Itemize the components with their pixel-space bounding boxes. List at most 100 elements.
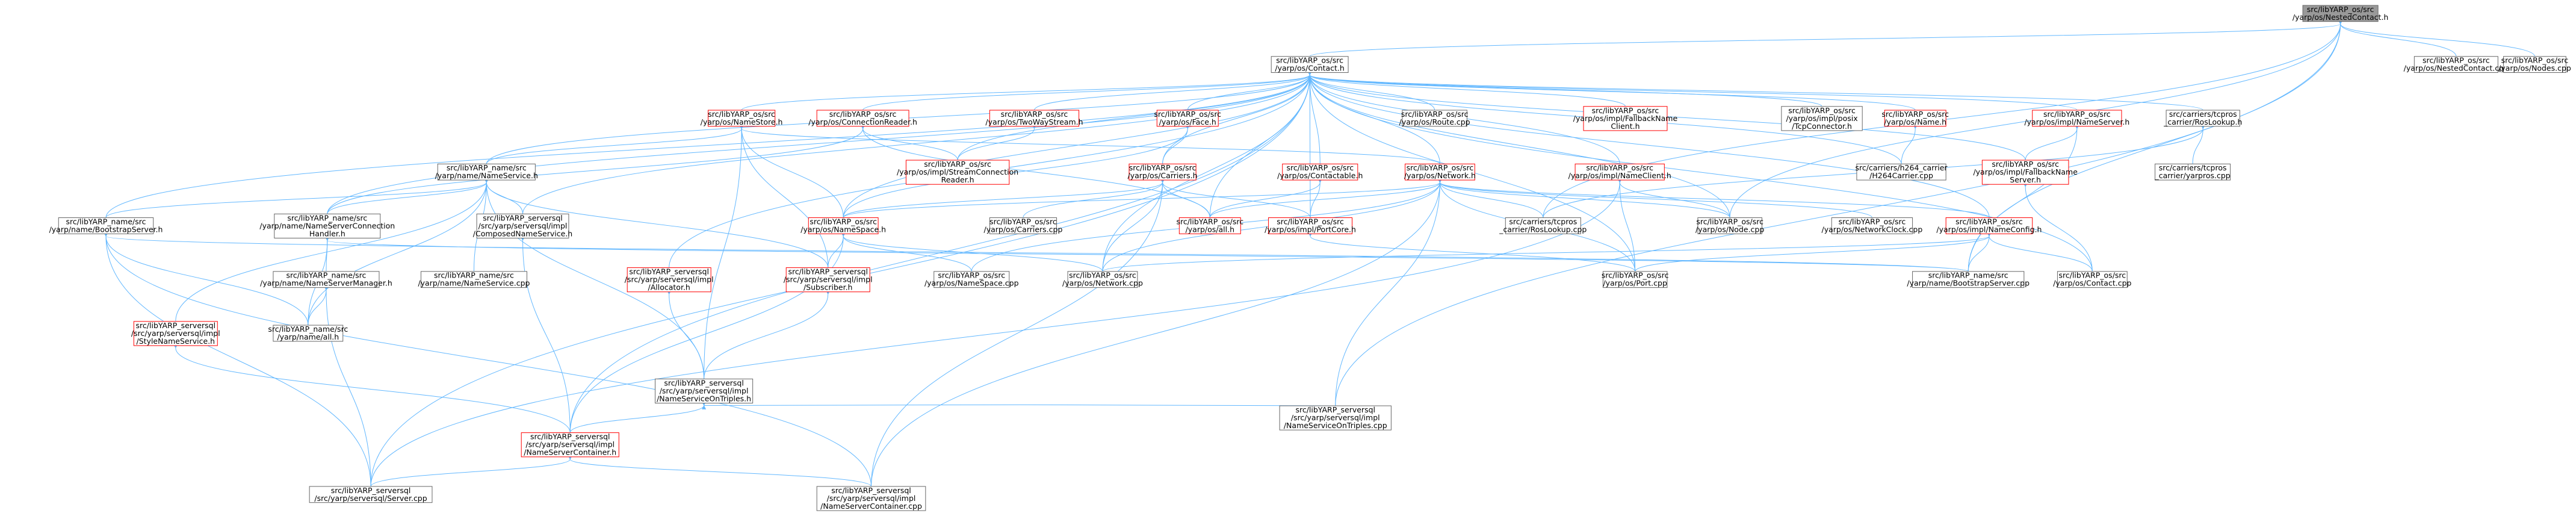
graph-node-carriers-h[interactable]: src/libYARP_os/src/yarp/os/Carriers.h xyxy=(1128,163,1198,181)
graph-node-nameservercontainer-cpp[interactable]: src/libYARP_serversql/src/yarp/serversql… xyxy=(816,486,926,511)
node-label-line: /yarp/os/Node.cpp xyxy=(1695,225,1764,234)
dependency-edge xyxy=(1309,20,2343,57)
node-label-line: /yarp/os/ConnectionReader.h xyxy=(808,117,917,126)
node-label-line: /yarp/os/Contactable.h xyxy=(1277,171,1363,180)
node-box xyxy=(420,271,527,288)
graph-node-twowaystream-h[interactable]: src/libYARP_os/src/yarp/os/TwoWayStream.… xyxy=(985,110,1083,127)
node-label-line: src/libYARP_os/src xyxy=(2423,56,2490,65)
dependency-edge xyxy=(1209,178,1443,218)
node-label-line: /StyleNameService.h xyxy=(137,337,215,346)
node-box xyxy=(785,267,870,293)
graph-node-tcpros-carrier-yarpros-cpp[interactable]: src/carriers/tcpros_carrier/yarpros.cpp xyxy=(2154,163,2231,181)
graph-node-nameserviceontriples-cpp[interactable]: src/libYARP_serversql/src/yarp/serversql… xyxy=(1279,405,1392,431)
graph-node-nestedcontact-cpp[interactable]: src/libYARP_os/src/yarp/os/NestedContact… xyxy=(2404,56,2509,73)
dependency-edge xyxy=(1308,232,1636,272)
node-label-line: src/libYARP_serversql xyxy=(788,267,868,276)
node-label-line: src/libYARP_os/src xyxy=(1069,271,1136,280)
graph-node-server-cpp[interactable]: src/libYARP_serversql/src/yarp/serversql… xyxy=(309,486,433,503)
node-label-line: /yarp/os/impl/NameConfig.h xyxy=(1936,225,2042,234)
graph-node-roslookup-cpp[interactable]: src/carriers/tcpros_carrier/RosLookup.cp… xyxy=(1499,217,1587,234)
graph-node-nameservice-cpp[interactable]: src/libYARP_name/src/yarp/name/NameServi… xyxy=(418,271,530,288)
graph-node-face-h[interactable]: src/libYARP_os/src/yarp/os/Face.h xyxy=(1154,110,1221,127)
node-label-line: src/libYARP_serversql xyxy=(664,378,744,387)
graph-node-port-cpp[interactable]: src/libYARP_os/src/yarp/os/Port.cpp xyxy=(1602,271,1669,288)
node-label-line: src/carriers/tcpros xyxy=(2169,110,2237,119)
graph-node-network-cpp[interactable]: src/libYARP_os/src/yarp/os/Network.cpp xyxy=(1062,271,1143,288)
graph-node-composednameservice-h[interactable]: src/libYARP_serversql/src/yarp/serversql… xyxy=(473,213,572,238)
node-label-line: src/libYARP_name/src xyxy=(434,271,514,280)
node-box xyxy=(1067,271,1138,288)
node-box xyxy=(58,217,154,234)
dependency-edge xyxy=(568,455,872,487)
graph-node-namespace-h[interactable]: src/libYARP_os/src/yarp/os/NameSpace.h xyxy=(800,217,886,234)
graph-node-roslookup-h[interactable]: src/carriers/tcpros_carrier/RosLookup.h xyxy=(2163,110,2242,127)
graph-node-networkclock-cpp[interactable]: src/libYARP_os/src/yarp/os/NetworkClock.… xyxy=(1822,217,1923,234)
dependency-edge xyxy=(370,455,572,487)
graph-node-h264carrier-cpp[interactable]: src/carriers/h264_carrier/H264Carrier.cp… xyxy=(1856,163,1948,181)
graph-node-nameclient-h[interactable]: src/libYARP_os/src/yarp/os/impl/NameClie… xyxy=(1568,163,1671,181)
dependency-edge xyxy=(843,125,1190,218)
node-label-line: /yarp/os/NestedContact.h xyxy=(2293,13,2389,22)
graph-node-fallbacknameclient-h[interactable]: src/libYARP_os/src/yarp/os/impl/Fallback… xyxy=(1573,106,1678,131)
graph-node-nameserver-h[interactable]: src/libYARP_os/src/yarp/os/impl/NameServ… xyxy=(2024,110,2129,127)
node-label-line: /yarp/os/Network.cpp xyxy=(1062,279,1143,288)
node-label-line: /yarp/os/Face.h xyxy=(1159,117,1216,126)
graph-node-network-h[interactable]: src/libYARP_os/src/yarp/os/Network.h xyxy=(1404,163,1476,181)
node-box xyxy=(989,217,1057,234)
graph-node-node-cpp[interactable]: src/libYARP_os/src/yarp/os/Node.cpp xyxy=(1695,217,1764,234)
graph-node-namestore-h[interactable]: src/libYARP_os/src/yarp/os/NameStore.h xyxy=(701,110,783,127)
dependency-edge xyxy=(1307,71,2026,161)
graph-node-stylenameservice-h[interactable]: src/libYARP_serversql/src/yarp/serversql… xyxy=(131,321,220,346)
graph-node-nameconfig-h[interactable]: src/libYARP_os/src/yarp/os/impl/NameConf… xyxy=(1936,217,2042,234)
dependency-edge xyxy=(175,178,489,322)
node-label-line: Server.h xyxy=(2010,175,2041,184)
graph-node-bootstrapserver-h[interactable]: src/libYARP_name/src/yarp/name/Bootstrap… xyxy=(49,217,163,234)
graph-node-portcore-h[interactable]: src/libYARP_os/src/yarp/os/impl/PortCore… xyxy=(1265,217,1356,234)
graph-node-root[interactable]: src/libYARP_os/src/yarp/os/NestedContact… xyxy=(2293,5,2389,22)
graph-node-namespace-cpp[interactable]: src/libYARP_os/src/yarp/os/NameSpace.cpp xyxy=(924,271,1019,288)
graph-node-name-h[interactable]: src/libYARP_os/src/yarp/os/Name.h xyxy=(1881,110,1949,127)
node-label-line: src/libYARP_os/src xyxy=(1839,217,1906,226)
graph-node-fallbacknameserver-h[interactable]: src/libYARP_os/src/yarp/os/impl/Fallback… xyxy=(1973,160,2078,185)
dependency-edge xyxy=(2338,20,2457,57)
node-box xyxy=(1912,271,2025,288)
dependency-edge xyxy=(957,71,1312,161)
graph-node-nameservercontainer-h[interactable]: src/libYARP_serversql/src/yarp/serversql… xyxy=(521,432,619,458)
graph-node-connectionreader-h[interactable]: src/libYARP_os/src/yarp/os/ConnectionRea… xyxy=(808,110,917,127)
graph-node-bootstrapserver-cpp[interactable]: src/libYARP_name/src/yarp/name/Bootstrap… xyxy=(1907,271,2030,288)
graph-node-streamconnectionreader-h[interactable]: src/libYARP_os/src/yarp/os/impl/StreamCo… xyxy=(897,160,1018,185)
node-label-line: src/libYARP_name/src xyxy=(447,163,527,172)
dependency-edge xyxy=(173,344,571,433)
graph-node-route-cpp[interactable]: src/libYARP_os/src/yarp/os/Route.cpp xyxy=(1399,110,1470,127)
graph-node-carriers-cpp[interactable]: src/libYARP_os/src/yarp/os/Carriers.cpp xyxy=(984,217,1063,234)
graph-node-contactable-h[interactable]: src/libYARP_os/src/yarp/os/Contactable.h xyxy=(1277,163,1363,181)
node-label-line: src/libYARP_serversql xyxy=(1295,405,1375,414)
graph-node-nodes-cpp[interactable]: src/libYARP_os/src/yarp/os/Nodes.cpp xyxy=(2498,56,2571,73)
dependency-edge xyxy=(871,178,1165,486)
node-box xyxy=(655,378,754,404)
node-label-line: src/libYARP_serversql xyxy=(331,486,411,495)
node-box xyxy=(2032,110,2122,127)
graph-node-nameservermanager-h[interactable]: src/libYARP_name/src/yarp/name/NameServe… xyxy=(260,271,392,288)
node-label-line: /NameServerContainer.h xyxy=(524,448,616,457)
dependency-edge xyxy=(700,404,1336,410)
node-box xyxy=(989,110,1080,127)
graph-node-allocator-h[interactable]: src/libYARP_serversql/src/yarp/serversql… xyxy=(625,267,714,293)
graph-node-tcpconnector-h[interactable]: src/libYARP_os/src/yarp/os/impl/posix/Tc… xyxy=(1781,106,1863,131)
graph-node-all-h-name[interactable]: src/libYARP_name/src/yarp/name/all.h xyxy=(268,325,348,342)
node-label-line: src/libYARP_os/src xyxy=(708,110,775,119)
node-label-line: src/libYARP_os/src xyxy=(1788,106,1856,115)
node-label-line: src/carriers/h264_carrier xyxy=(1856,163,1948,172)
node-label-line: /yarp/os/impl/NameClient.h xyxy=(1568,171,1671,180)
graph-node-contact-h[interactable]: src/libYARP_os/src/yarp/os/Contact.h xyxy=(1271,56,1349,73)
node-label-line: src/libYARP_os/src xyxy=(989,217,1057,226)
node-box xyxy=(905,160,1010,185)
graph-node-subscriber-h[interactable]: src/libYARP_serversql/src/yarp/serversql… xyxy=(784,267,873,293)
node-box xyxy=(1405,163,1475,181)
graph-node-contact-cpp[interactable]: src/libYARP_os/src/yarp/os/Contact.cpp xyxy=(2053,271,2132,288)
node-label-line: src/carriers/tcpros xyxy=(1509,217,1577,226)
graph-node-nameserviceontriples-h[interactable]: src/libYARP_serversql/src/yarp/serversql… xyxy=(655,378,754,404)
graph-node-all-h-os[interactable]: src/libYARP_os/src/yarp/os/all.h xyxy=(1176,217,1243,234)
graph-node-nameservice-h[interactable]: src/libYARP_name/src/yarp/name/NameServi… xyxy=(435,163,538,181)
graph-node-nameserverconnectionhandler-h[interactable]: src/libYARP_name/src/yarp/name/NameServe… xyxy=(259,213,395,238)
